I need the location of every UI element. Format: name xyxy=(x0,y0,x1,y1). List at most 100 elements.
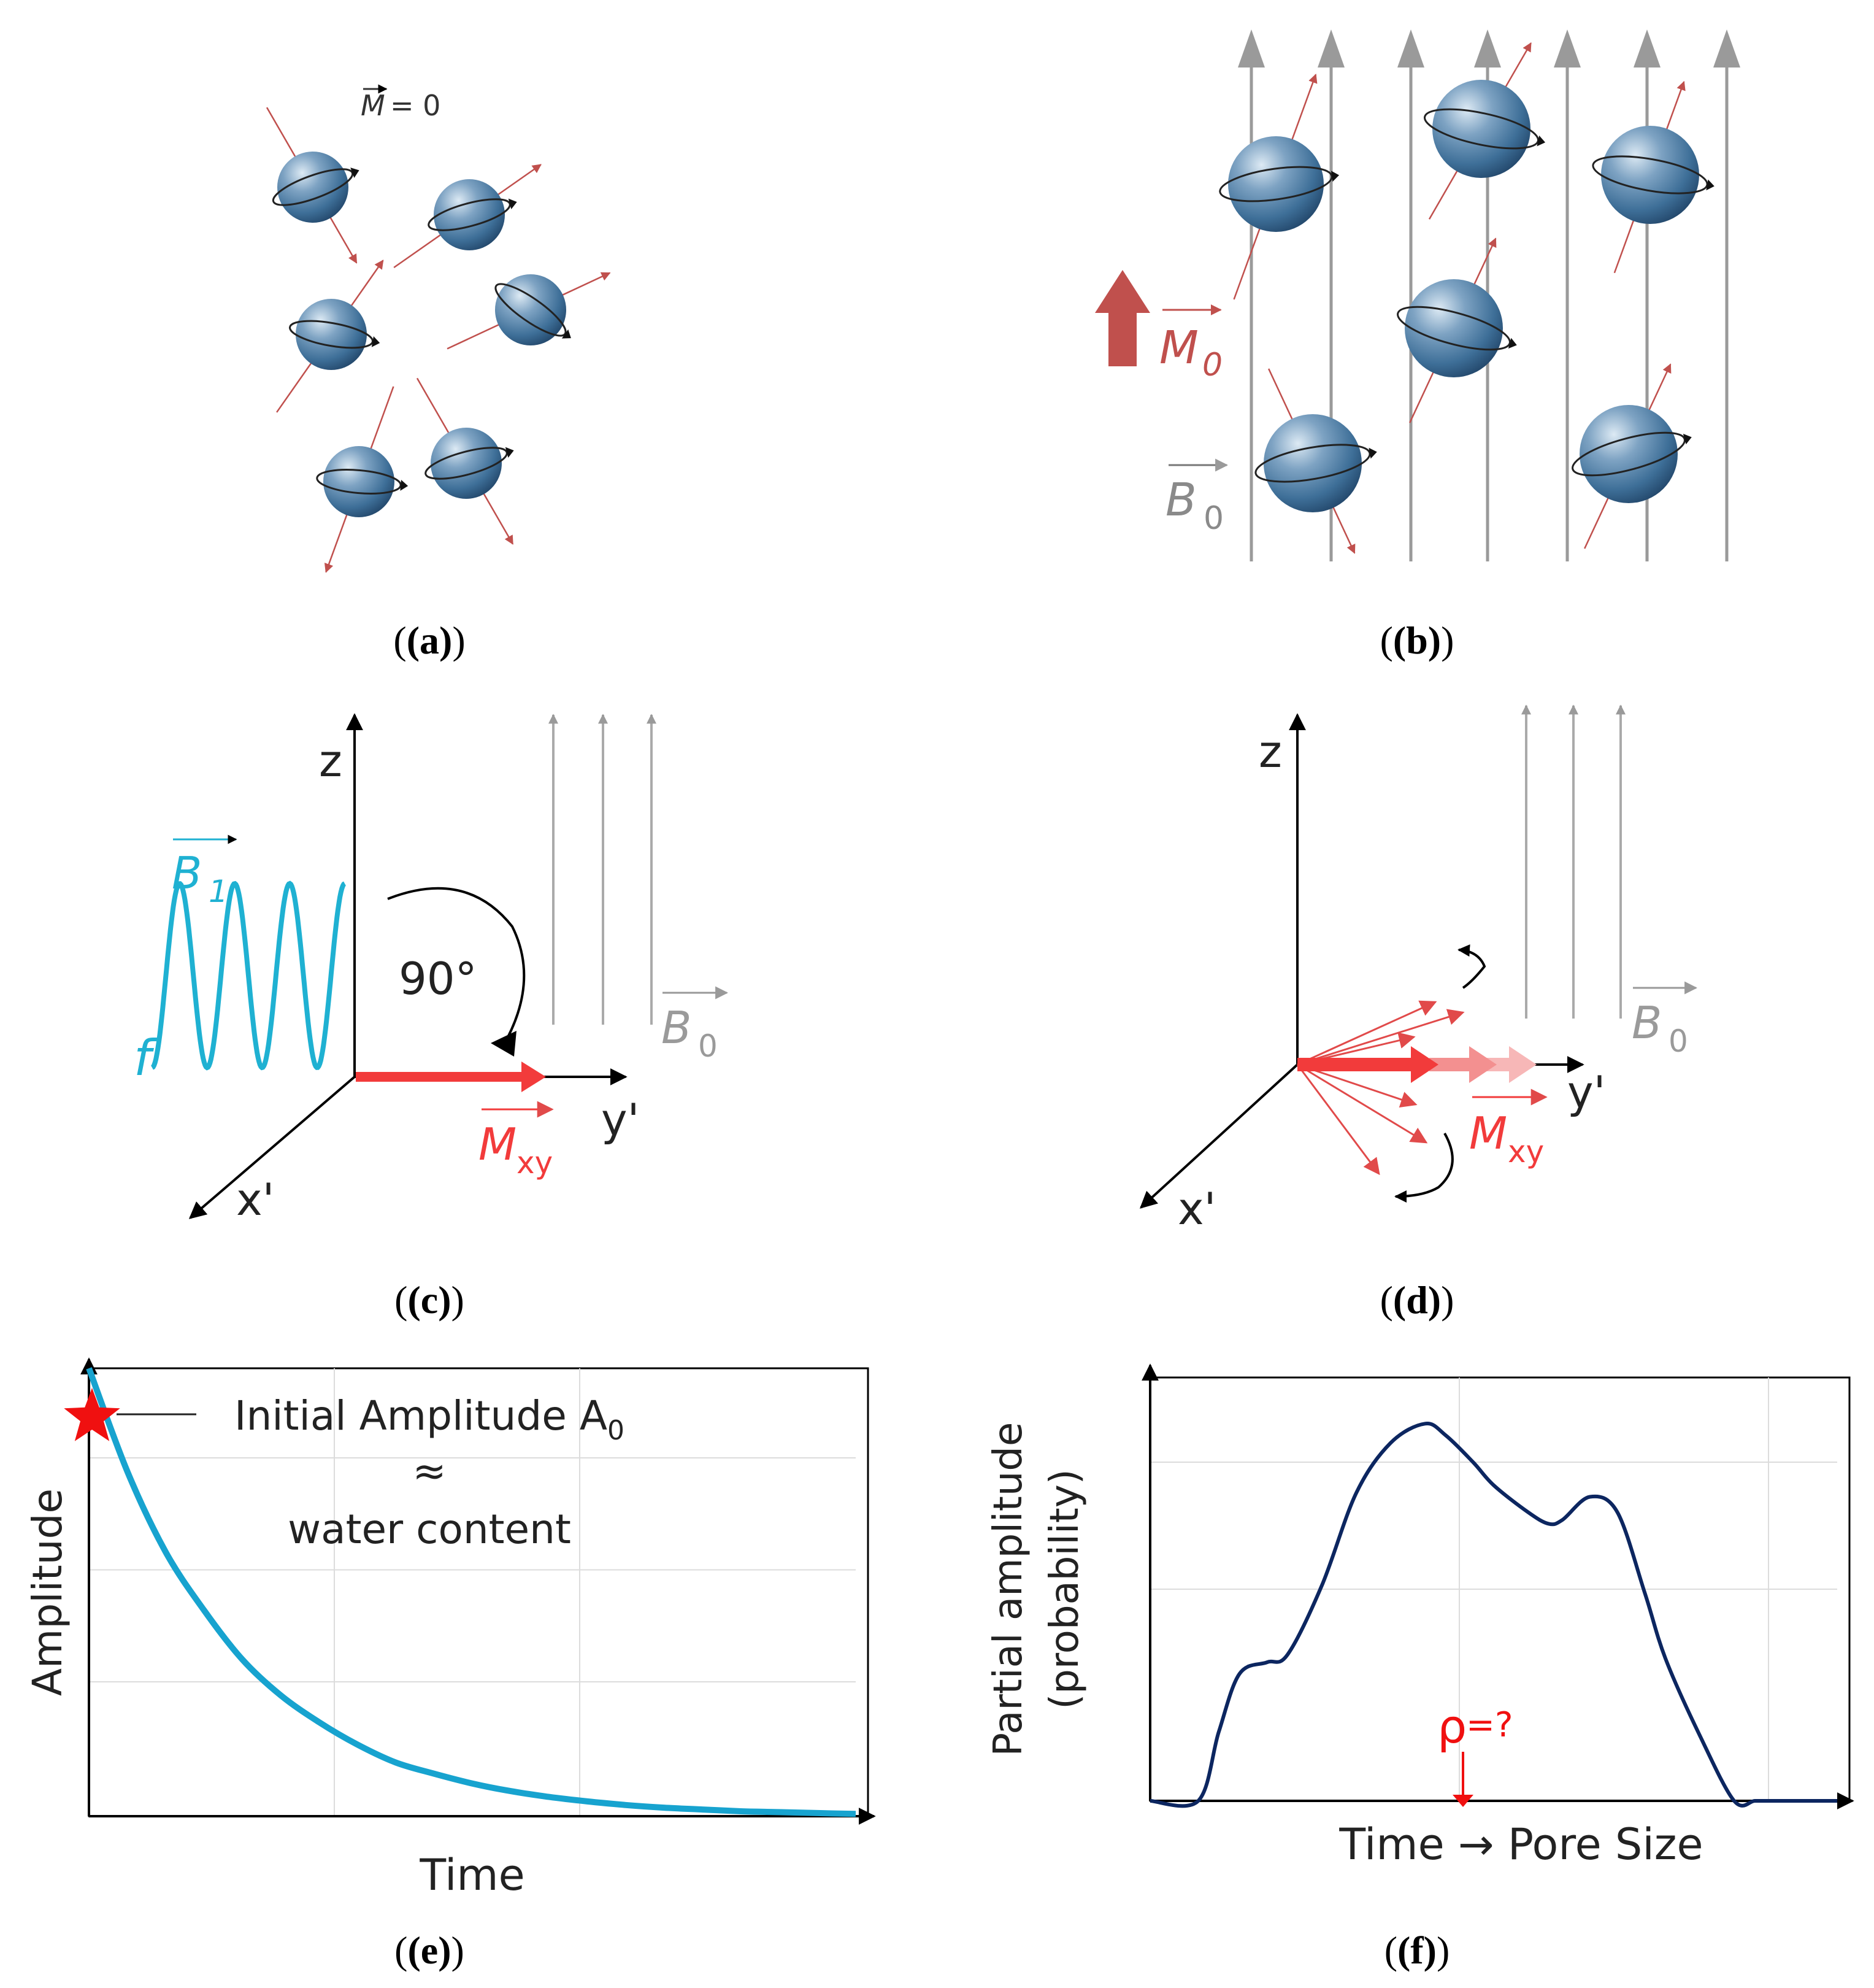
panel-c-flip-arc xyxy=(387,887,526,1047)
panel-c-y-label: y' xyxy=(601,1094,639,1146)
field-line-head-5 xyxy=(1634,29,1661,67)
spin-sphere xyxy=(495,274,566,345)
field-line-head-2 xyxy=(1397,29,1424,67)
panel-d-y-label: y' xyxy=(1567,1066,1605,1118)
panel-e-annotation-line3: water content xyxy=(288,1506,571,1553)
panel-e-star-icon xyxy=(64,1388,120,1441)
panel-e-annotation-line2: ≈ xyxy=(412,1447,446,1495)
panel-c: z y' x' B 0 B 1 f 90° M xy xyxy=(134,713,729,1322)
panel-e-caption: ((e)) xyxy=(394,1928,464,1972)
panel-d-b0-subscript: 0 xyxy=(1669,1023,1688,1059)
spin-b5 xyxy=(1572,363,1692,549)
spin-ring-arrowhead xyxy=(350,168,359,179)
panel-c-b0-subscript: 0 xyxy=(698,1028,718,1064)
panel-e-annotation-text: Initial Amplitude A xyxy=(234,1392,607,1439)
spin-b0 xyxy=(1219,74,1340,300)
panel-d-dephasing-vectors xyxy=(1296,1000,1465,1176)
spin-sphere xyxy=(277,152,348,223)
panel-f-distribution-curve xyxy=(1150,1422,1837,1808)
panel-b-caption: ((b)) xyxy=(1380,618,1454,662)
panel-d-field-lines xyxy=(1521,704,1626,1019)
spin-a5 xyxy=(416,377,514,545)
panel-a-magnetization-label: M = 0 xyxy=(361,84,440,122)
panel-a: M = 0 ((a)) xyxy=(266,84,611,662)
spin-b3 xyxy=(1397,237,1517,423)
field-line-head-4 xyxy=(1554,29,1581,67)
panel-c-b0-label: B 0 xyxy=(661,986,729,1064)
panel-b-spins xyxy=(1219,42,1715,554)
panel-c-x-axis xyxy=(188,1076,356,1219)
panel-d-mxy-label: M xy xyxy=(1469,1088,1548,1169)
spin-ring-arrowhead xyxy=(1683,433,1692,445)
field-line-head-1 xyxy=(1318,29,1345,67)
panel-e-caption-letter: (e) xyxy=(407,1928,451,1972)
field-line-head-0 xyxy=(1238,29,1265,67)
spin-a0 xyxy=(266,107,359,264)
panel-d: z y' x' B 0 xyxy=(1139,704,1698,1322)
panel-b-m0-arrow xyxy=(1095,270,1150,366)
spin-a3 xyxy=(447,272,611,350)
panel-e-decay-curve xyxy=(86,1367,856,1817)
panel-a-spins xyxy=(266,107,611,573)
panel-b-m0-subscript: 0 xyxy=(1202,347,1223,383)
panel-e-plot-frame xyxy=(88,1367,869,1817)
panel-c-mxy-arrowhead xyxy=(521,1061,546,1092)
panel-f-y-label-line2: (probability) xyxy=(1042,1469,1088,1709)
spin-sphere xyxy=(296,299,367,370)
panel-b-m0-label: M 0 xyxy=(1159,304,1223,383)
panel-c-z-label: z xyxy=(319,735,342,787)
panel-f-chart: ρ =? Partial amplitude (probability) Tim… xyxy=(986,1363,1854,1972)
panel-f-caption-letter: (f) xyxy=(1397,1928,1437,1972)
spin-ring-arrowhead xyxy=(1706,179,1715,191)
spin-b4 xyxy=(1254,368,1377,554)
panel-c-caption-letter: (c) xyxy=(407,1278,451,1322)
panel-b-m0-symbol: M xyxy=(1159,322,1199,374)
panel-d-b0-label: B 0 xyxy=(1632,981,1698,1059)
spin-b2 xyxy=(1592,80,1715,274)
spin-ring-arrowhead xyxy=(1537,135,1546,147)
spin-a1 xyxy=(393,164,542,269)
spin-ring-arrowhead xyxy=(1508,337,1517,349)
panel-e-y-label: Amplitude xyxy=(24,1489,71,1696)
panel-d-mxy-subscript: xy xyxy=(1508,1134,1544,1169)
spin-ring-arrowhead xyxy=(1331,171,1340,182)
panel-c-flip-arc-head xyxy=(491,1031,517,1057)
panel-d-caption: ((d)) xyxy=(1380,1278,1454,1322)
spin-ring-arrowhead xyxy=(561,329,571,339)
spin-b1 xyxy=(1424,42,1546,220)
panel-c-b1-label: B 1 xyxy=(172,834,237,909)
panel-c-mxy-subscript: xy xyxy=(517,1145,553,1181)
panel-c-mxy-label: M xy xyxy=(478,1101,554,1181)
spin-sphere xyxy=(1601,126,1699,224)
panel-c-caption: ((c)) xyxy=(394,1278,464,1322)
panel-e-annotation-line1: Initial Amplitude A0 xyxy=(234,1392,624,1446)
panel-d-rotation-arc-bottom xyxy=(1394,1133,1454,1203)
panel-f-rho-symbol: ρ xyxy=(1437,1699,1467,1754)
panel-d-mxy-symbol: M xyxy=(1469,1108,1507,1159)
panel-a-caption: ((a)) xyxy=(393,618,465,662)
spin-sphere xyxy=(1432,80,1530,178)
panel-a-caption-letter: (a) xyxy=(407,618,453,662)
panel-f-x-label: Time → Pore Size xyxy=(1338,1819,1703,1870)
panel-d-x-axis xyxy=(1139,1063,1299,1209)
panel-c-b1-wave xyxy=(151,880,346,1071)
panel-b-caption-letter: (b) xyxy=(1393,618,1441,662)
spin-sphere xyxy=(323,446,394,517)
panel-d-b0-symbol: B xyxy=(1632,997,1662,1049)
spin-sphere xyxy=(1264,414,1362,512)
panel-c-b1-subscript: 1 xyxy=(209,874,228,909)
panel-b-b0-subscript: 0 xyxy=(1204,500,1224,537)
panel-d-x-label: x' xyxy=(1178,1183,1216,1235)
spin-ring-arrowhead xyxy=(400,479,409,491)
panel-e-chart: Initial Amplitude A0 ≈ water content Amp… xyxy=(24,1357,876,1972)
panel-e-annotation-subscript: 0 xyxy=(607,1415,624,1446)
panel-c-b0-symbol: B xyxy=(661,1002,691,1054)
panel-c-field-lines xyxy=(548,714,656,1025)
panel-c-angle-label: 90° xyxy=(399,953,477,1004)
spin-sphere xyxy=(1580,405,1678,503)
panel-c-mxy-symbol: M xyxy=(478,1119,517,1170)
spin-ring-arrowhead xyxy=(1369,447,1377,459)
spin-sphere xyxy=(1228,136,1324,232)
panel-f-rho-suffix: =? xyxy=(1466,1705,1513,1745)
